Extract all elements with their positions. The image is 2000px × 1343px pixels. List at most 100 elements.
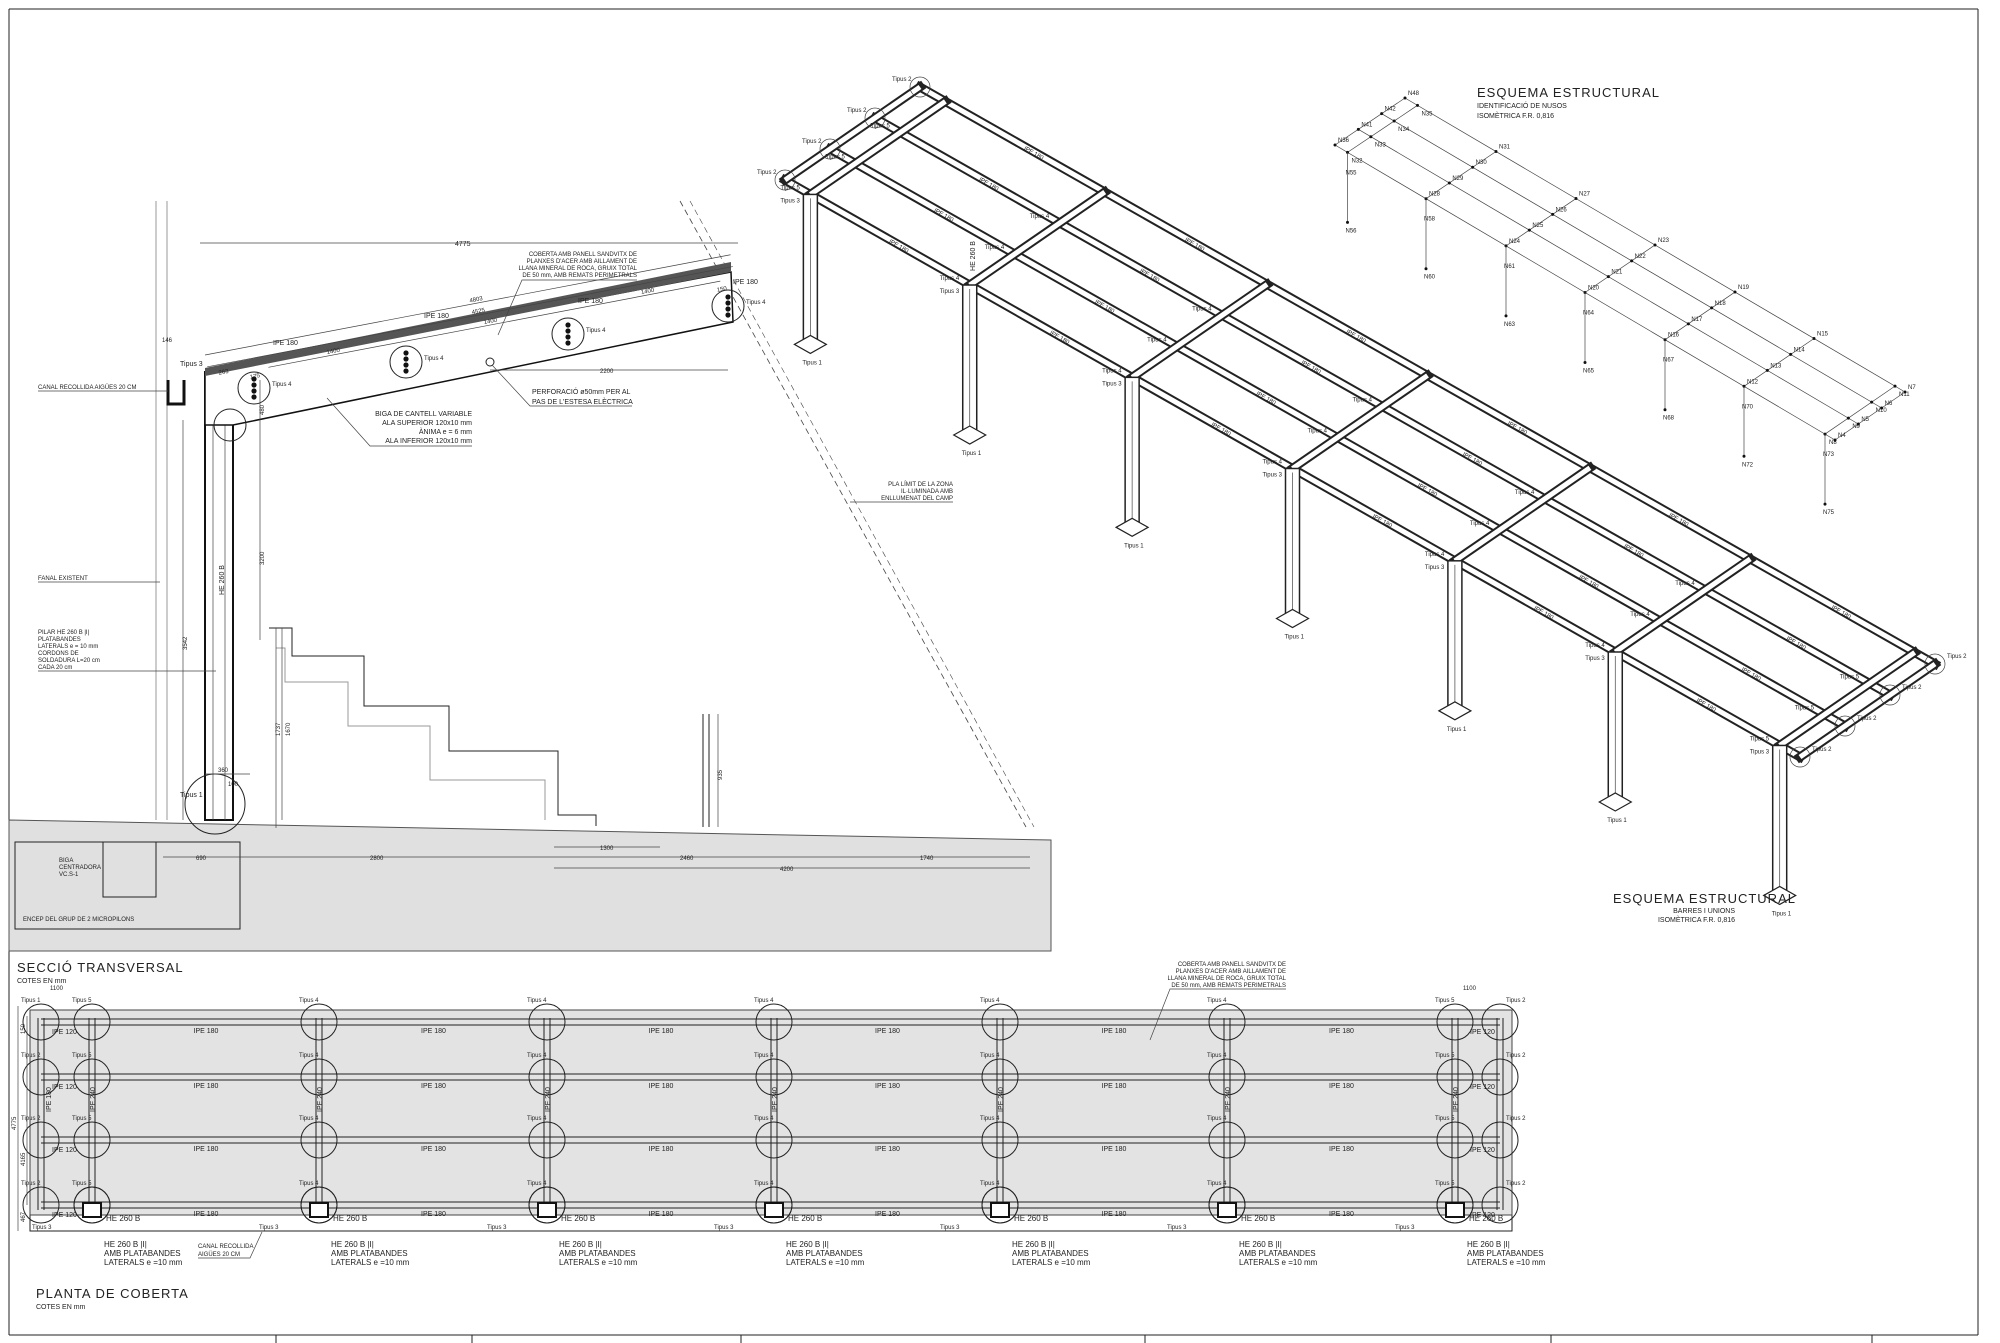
dim-690: 690 — [196, 856, 207, 862]
label-ipe180: IPE 180 — [1329, 1083, 1354, 1090]
base-plate — [952, 425, 987, 445]
note-line: PLATABANDES — [38, 637, 81, 643]
label-tipus5: Tipus 5 — [1795, 705, 1815, 711]
base-plate — [1114, 517, 1150, 538]
label-he260b: HE 260 B — [561, 1214, 595, 1223]
node-label: N41 — [1361, 122, 1373, 128]
detail-circle — [73, 1121, 111, 1159]
label-tipus4: Tipus 4 — [1425, 552, 1445, 558]
dim-1400-c: 1400 — [641, 288, 656, 297]
dim-2200: 2200 — [600, 369, 614, 375]
transverse-beam-inner — [968, 189, 1107, 288]
detail-circle — [528, 1003, 566, 1041]
label-tipus1: Tipus 1 — [802, 360, 822, 366]
dim-480: 480 — [260, 404, 266, 415]
bolt-icon — [403, 350, 409, 356]
node-point — [1392, 119, 1396, 123]
label-ipe180: IPE 180 — [1329, 1146, 1354, 1153]
label-tipus2: Tipus 2 — [892, 77, 912, 83]
label-ipe180: IPE 180 — [649, 1211, 674, 1218]
detail-circle — [73, 1003, 111, 1041]
label-tipus3: Tipus 3 — [940, 1225, 960, 1231]
detail-circle — [528, 1186, 566, 1224]
node-label: N70 — [1742, 404, 1754, 410]
label-he260b: HE 260 B — [1241, 1214, 1275, 1223]
column-note: HE 260 B |I| — [786, 1240, 829, 1249]
bolt-icon — [251, 394, 257, 400]
node-point — [1630, 259, 1634, 263]
label-tipus5: Tipus 5 — [780, 185, 800, 191]
node-label: N13 — [1770, 363, 1782, 369]
label-ipe180: IPE 180 — [1102, 1028, 1127, 1035]
label-ipe180: IPE 180 — [273, 340, 298, 347]
node-point — [1846, 416, 1850, 420]
node-label: N34 — [1398, 127, 1410, 133]
detail-circle — [1436, 1058, 1474, 1096]
dim-3542: 3542 — [183, 636, 189, 650]
node-label: N65 — [1583, 369, 1595, 375]
label-tipus4: Tipus 4 — [586, 328, 606, 334]
column-note: HE 260 B |I| — [331, 1240, 374, 1249]
label-tipus1: Tipus 1 — [1447, 727, 1467, 733]
node-label: N60 — [1424, 275, 1436, 281]
node-point — [1527, 228, 1531, 232]
node-label: N8 — [1829, 440, 1837, 446]
stairs — [269, 627, 597, 826]
note-line: LLANA MINERAL DE ROCA, GRUIX TOTAL — [1168, 976, 1287, 982]
label-tipus1: Tipus 1 — [21, 998, 41, 1004]
gutter-note: CANAL RECOLLIDA AIGÜES 20 CM — [38, 384, 136, 391]
column-note: AMB PLATABANDES — [104, 1249, 181, 1258]
node-label: N72 — [1742, 462, 1754, 468]
label-ipe180: IPE 180 — [649, 1028, 674, 1035]
label-tipus4: Tipus 4 — [754, 1116, 774, 1122]
note-line: ALA SUPERIOR 120x10 mm — [382, 420, 472, 427]
detail-circle-tipus4 — [389, 345, 423, 379]
node-label: N10 — [1876, 408, 1888, 414]
node-point — [1494, 150, 1498, 154]
node-point — [1710, 306, 1714, 310]
node-bar — [1425, 151, 1497, 199]
node-point — [1346, 220, 1349, 224]
node-label: N58 — [1424, 217, 1436, 223]
transverse-beam-inner — [783, 84, 922, 183]
label-tipus3: Tipus 3 — [32, 1225, 52, 1231]
roof-panel — [205, 262, 731, 376]
bolt-icon — [725, 306, 731, 312]
label-tipus4: Tipus 4 — [1515, 490, 1535, 496]
transverse-beam-inner — [1778, 650, 1917, 748]
label-he260b: HE 260 B — [106, 1214, 140, 1223]
detail-circle — [755, 1121, 793, 1159]
note-line: PLANXES D'ACER AMB AILLAMENT DE — [527, 259, 637, 265]
label-tipus4: Tipus 4 — [527, 1053, 547, 1059]
detail-circle — [981, 1003, 1019, 1041]
column-note: LATERALS e =10 mm — [1467, 1258, 1546, 1267]
node-label: N68 — [1663, 416, 1675, 422]
node-bar — [1584, 244, 1656, 293]
detail-circle — [774, 169, 796, 191]
transverse-beam-inner — [1291, 373, 1429, 471]
node-label: N28 — [1429, 192, 1441, 198]
node-label: N23 — [1658, 238, 1670, 244]
label-tipus4: Tipus 4 — [299, 1181, 319, 1187]
detail-circle — [22, 1003, 60, 1041]
label-tipus2: Tipus 2 — [1506, 1116, 1526, 1122]
label-tipus4: Tipus 4 — [1207, 1116, 1227, 1122]
label-he260b: HE 260 B — [970, 241, 977, 271]
note-line: DE 50 mm, AMB REMATS PERIMETRALS — [1171, 983, 1286, 989]
label-tipus2: Tipus 2 — [1902, 685, 1922, 691]
node-label: N14 — [1794, 347, 1806, 353]
bolt-icon — [725, 312, 731, 318]
label-tipus3: Tipus 3 — [1102, 381, 1122, 387]
dim-935: 935 — [718, 769, 724, 780]
dim-4775: 4775 — [455, 241, 471, 248]
node-label: N20 — [1588, 286, 1600, 292]
sheet-frame — [8, 8, 1979, 1343]
transverse-beam-inner — [808, 99, 947, 197]
dim-1100: 1100 — [50, 986, 64, 992]
node-point — [1416, 103, 1419, 107]
node-label: N25 — [1532, 223, 1544, 229]
label-tipus4: Tipus 4 — [527, 1116, 547, 1122]
base-plate — [1598, 792, 1633, 812]
label-tipus4: Tipus 4 — [1192, 306, 1212, 312]
